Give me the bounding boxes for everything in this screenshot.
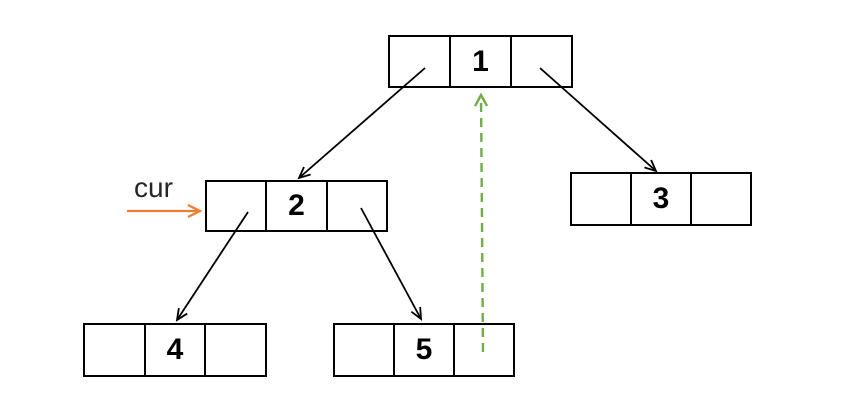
node-3-right-pointer-cell bbox=[690, 174, 750, 224]
node-1-right-pointer-cell bbox=[510, 37, 571, 86]
node-1: 1 bbox=[388, 35, 573, 88]
node-5-left-pointer-cell bbox=[335, 325, 393, 375]
node-5-right-pointer-cell bbox=[453, 325, 513, 375]
node-2-right-pointer-cell bbox=[325, 182, 386, 230]
node-1-value: 1 bbox=[449, 37, 510, 86]
node-3-left-pointer-cell bbox=[572, 174, 630, 224]
node-4-value: 4 bbox=[143, 325, 205, 375]
node-1-left-pointer-cell bbox=[390, 37, 449, 86]
node-2-left-pointer-cell bbox=[207, 182, 265, 230]
node-5: 5 bbox=[333, 323, 515, 377]
node-2-value: 2 bbox=[265, 182, 325, 230]
node-2: 2 bbox=[205, 180, 388, 232]
cur-pointer-label: cur bbox=[134, 172, 173, 203]
node-4-right-pointer-cell bbox=[204, 325, 265, 375]
node-3: 3 bbox=[570, 172, 752, 226]
node-4: 4 bbox=[83, 323, 267, 377]
node-4-left-pointer-cell bbox=[85, 325, 144, 375]
node-5-value: 5 bbox=[393, 325, 453, 375]
node-3-value: 3 bbox=[630, 174, 690, 224]
return-arrow-node5-to-node1 bbox=[474, 92, 489, 353]
